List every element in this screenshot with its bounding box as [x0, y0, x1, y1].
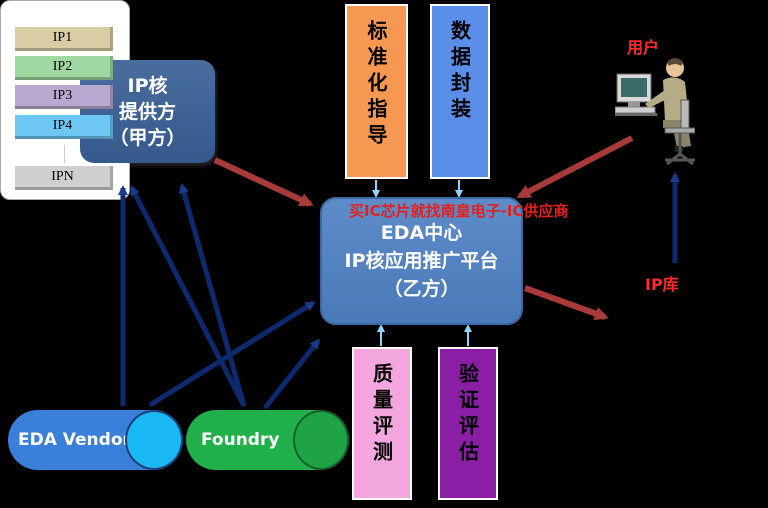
data-packaging-box: 数据封装 — [430, 4, 490, 179]
eda-center-line1: EDA中心 — [380, 222, 463, 244]
ip-library-panel: IP1 IP2 IP3 IP4 IPN — [0, 0, 130, 200]
watermark-text: 买IC芯片就找南皇电子-IC供应商 — [349, 202, 569, 220]
arrow-eda-to-iplib — [523, 285, 609, 321]
user-at-computer-icon — [615, 58, 695, 166]
foundry-cylinder: Foundry — [186, 410, 349, 470]
arrow-provider-to-eda — [213, 157, 314, 207]
verification-assessment-label: 验证评估 — [455, 363, 480, 467]
quality-evaluation-box: 质量评测 — [352, 347, 412, 500]
arrow-vendor-cross-to-provider — [129, 185, 247, 408]
ip-item-2: IP2 — [15, 56, 113, 80]
eda-center-line3: （乙方） — [383, 278, 460, 300]
foundry-label: Foundry — [201, 430, 280, 450]
standardization-guide-box: 标准化指导 — [345, 4, 408, 179]
standardization-guide-label: 标准化指导 — [364, 20, 388, 150]
ip-list-divider — [64, 145, 65, 163]
arrow-user-to-eda — [516, 135, 634, 199]
ip-provider-line3: （甲方） — [109, 126, 186, 149]
ip-provider-line1: IP核 — [127, 74, 168, 97]
arrow-foundry-to-eda — [263, 338, 320, 410]
arrow-foundry-to-provider — [179, 183, 247, 407]
user-label: 用户 — [627, 38, 660, 57]
quality-evaluation-label: 质量评测 — [369, 363, 394, 467]
arrow-vendor-to-eda — [148, 300, 316, 408]
eda-center-line2: IP核应用推广平台 — [344, 250, 499, 272]
ip-item-4: IP4 — [15, 115, 113, 139]
eda-vendor-cylinder-cap — [125, 410, 183, 470]
ip-library-label: IP库 — [645, 275, 679, 294]
ip-provider-line2: 提供方 — [118, 100, 176, 123]
eda-center-box: EDA中心 IP核应用推广平台 （乙方） — [320, 197, 523, 325]
ip-item-3: IP3 — [15, 85, 113, 109]
foundry-cylinder-cap — [293, 410, 349, 470]
ip-item-1: IP1 — [15, 27, 113, 51]
ip-item-n: IPN — [15, 166, 113, 190]
eda-vendor-cylinder: EDA Vendor — [8, 410, 183, 470]
verification-assessment-box: 验证评估 — [438, 347, 498, 500]
data-packaging-label: 数据封装 — [447, 20, 472, 124]
eda-vendor-label: EDA Vendor — [18, 430, 131, 450]
